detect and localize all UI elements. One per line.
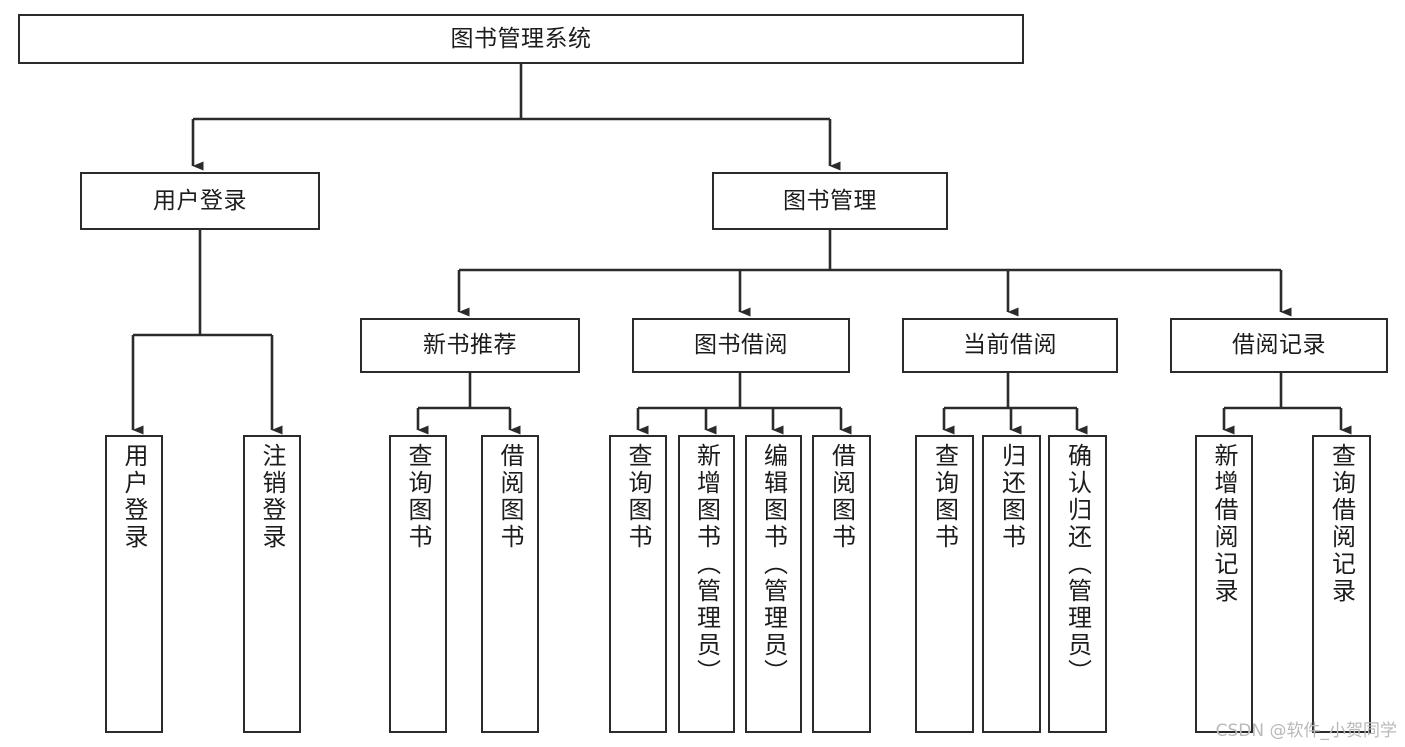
node-book-borrow[interactable]: 图书借阅 xyxy=(632,318,850,373)
leaf-edit-book-admin-label: 编辑图书（管理员） xyxy=(759,443,788,686)
leaf-borrow-book-recommend[interactable]: 借阅图书 xyxy=(481,435,539,733)
leaf-query-book-borrow-label: 查询图书 xyxy=(624,443,652,551)
node-book-management[interactable]: 图书管理 xyxy=(712,172,948,230)
leaf-return-book[interactable]: 归还图书 xyxy=(982,435,1041,733)
leaf-confirm-return-admin[interactable]: 确认归还（管理员） xyxy=(1048,435,1107,733)
leaf-query-book-current[interactable]: 查询图书 xyxy=(915,435,974,733)
node-new-book-recommend-label: 新书推荐 xyxy=(423,332,517,359)
node-user-login-label: 用户登录 xyxy=(153,187,247,214)
leaf-borrow-book-label: 借阅图书 xyxy=(827,443,856,551)
leaf-query-borrow-record-label: 查询借阅记录 xyxy=(1327,443,1356,605)
leaf-query-book-borrow[interactable]: 查询图书 xyxy=(609,435,667,733)
leaf-add-book-admin-label: 新增图书（管理员） xyxy=(692,443,721,686)
node-borrow-records[interactable]: 借阅记录 xyxy=(1170,318,1388,373)
node-current-borrow[interactable]: 当前借阅 xyxy=(902,318,1118,373)
node-new-book-recommend[interactable]: 新书推荐 xyxy=(360,318,580,373)
node-root-label: 图书管理系统 xyxy=(450,25,592,52)
node-current-borrow-label: 当前借阅 xyxy=(963,332,1057,359)
leaf-add-borrow-record[interactable]: 新增借阅记录 xyxy=(1195,435,1253,733)
leaf-add-book-admin[interactable]: 新增图书（管理员） xyxy=(678,435,735,733)
leaf-confirm-return-admin-label: 确认归还（管理员） xyxy=(1063,443,1092,686)
leaf-return-book-label: 归还图书 xyxy=(997,443,1026,551)
leaf-user-login-label: 用户登录 xyxy=(120,443,148,551)
node-book-management-label: 图书管理 xyxy=(783,187,877,214)
leaf-edit-book-admin[interactable]: 编辑图书（管理员） xyxy=(745,435,802,733)
leaf-query-book-recommend[interactable]: 查询图书 xyxy=(389,435,447,733)
leaf-query-borrow-record[interactable]: 查询借阅记录 xyxy=(1312,435,1371,733)
leaf-add-borrow-record-label: 新增借阅记录 xyxy=(1210,443,1238,605)
node-root[interactable]: 图书管理系统 xyxy=(18,14,1024,64)
leaf-logout-label: 注销登录 xyxy=(258,443,286,551)
leaf-user-login[interactable]: 用户登录 xyxy=(105,435,163,733)
leaf-logout[interactable]: 注销登录 xyxy=(243,435,301,733)
node-book-borrow-label: 图书借阅 xyxy=(694,332,788,359)
leaf-borrow-book-recommend-label: 借阅图书 xyxy=(496,443,524,551)
leaf-borrow-book[interactable]: 借阅图书 xyxy=(812,435,871,733)
node-user-login[interactable]: 用户登录 xyxy=(80,172,320,230)
csdn-watermark: CSDN @软件_小贺同学 xyxy=(1215,721,1397,741)
leaf-query-book-current-label: 查询图书 xyxy=(930,443,959,551)
leaf-query-book-recommend-label: 查询图书 xyxy=(404,443,432,551)
node-borrow-records-label: 借阅记录 xyxy=(1232,332,1326,359)
